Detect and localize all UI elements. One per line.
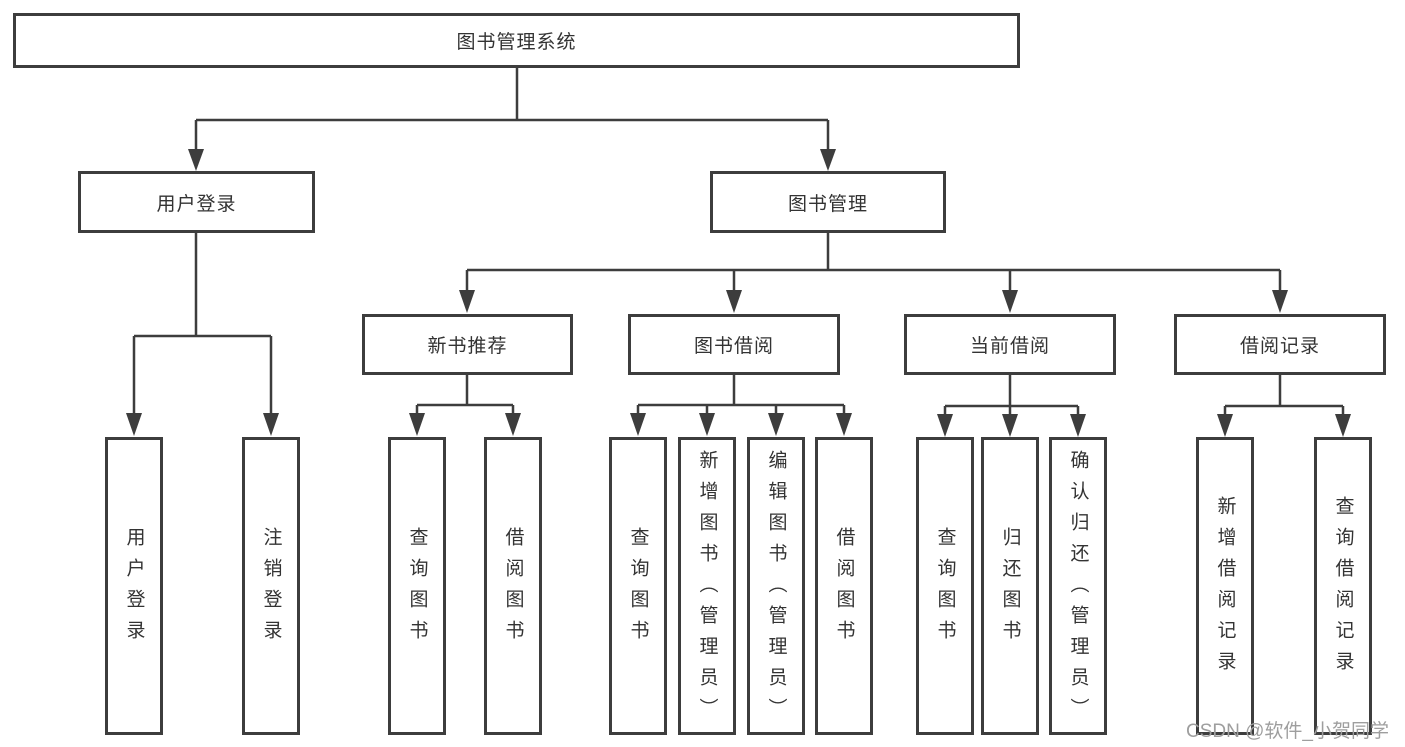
edge-book-borrow-to-leaves xyxy=(630,375,852,436)
node-new-book-recommend: 新书推荐 xyxy=(362,314,573,375)
edge-user-login-to-leaves xyxy=(126,233,279,436)
node-library-management-system: 图书管理系统 xyxy=(13,13,1020,68)
leaf-borrow-borrow-books: 借阅图书 xyxy=(815,437,873,735)
leaf-newrec-query-books: 查询图书 xyxy=(388,437,446,735)
leaf-user-login: 用户登录 xyxy=(105,437,163,735)
leaf-records-query-record: 查询借阅记录 xyxy=(1314,437,1372,735)
leaf-records-add-record: 新增借阅记录 xyxy=(1196,437,1254,735)
leaf-current-return-books: 归还图书 xyxy=(981,437,1039,735)
leaf-borrow-query-books: 查询图书 xyxy=(609,437,667,735)
leaf-logout: 注销登录 xyxy=(242,437,300,735)
edge-current-borrow-to-leaves xyxy=(937,375,1086,437)
edge-book-mgmt-to-level3 xyxy=(459,233,1288,313)
leaf-borrow-add-books-admin: 新增图书（管理员） xyxy=(678,437,736,735)
edge-root-to-level2 xyxy=(188,68,836,171)
edge-borrow-records-to-leaves xyxy=(1217,375,1351,437)
csdn-watermark: CSDN @软件_小贺同学 xyxy=(1186,721,1389,742)
node-book-management: 图书管理 xyxy=(710,171,946,233)
node-book-borrowing: 图书借阅 xyxy=(628,314,840,375)
node-user-login: 用户登录 xyxy=(78,171,315,233)
leaf-newrec-borrow-books: 借阅图书 xyxy=(484,437,542,735)
edge-new-book-rec-to-leaves xyxy=(409,375,521,436)
leaf-current-confirm-return-admin: 确认归还（管理员） xyxy=(1049,437,1107,735)
leaf-borrow-edit-books-admin: 编辑图书（管理员） xyxy=(747,437,805,735)
node-current-borrowing: 当前借阅 xyxy=(904,314,1116,375)
node-borrowing-records: 借阅记录 xyxy=(1174,314,1386,375)
leaf-current-query-books: 查询图书 xyxy=(916,437,974,735)
